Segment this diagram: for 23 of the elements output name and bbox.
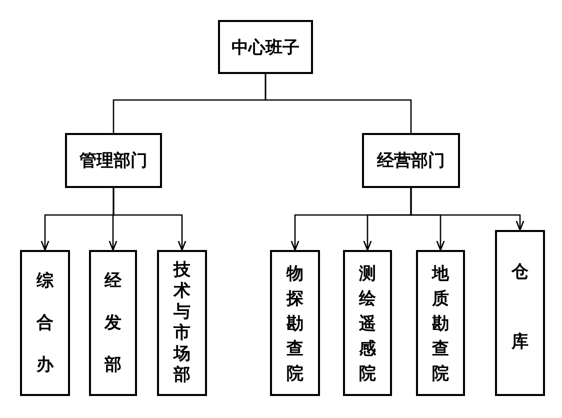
org-box <box>218 20 313 74</box>
org-box <box>157 250 207 396</box>
org-box <box>65 133 162 188</box>
unit-label: 地质勘查院 <box>432 263 449 386</box>
org-box <box>416 250 465 396</box>
org-box <box>343 250 392 396</box>
org-box <box>20 250 70 396</box>
connector-line <box>264 74 412 133</box>
unit-label: 管理部门 <box>80 150 148 172</box>
org-box <box>89 250 137 396</box>
arrow <box>112 188 186 251</box>
unit-label: 仓库 <box>512 261 528 354</box>
unit-label: 技术与市场部 <box>174 260 190 386</box>
unit-label: 物探勘查院 <box>286 263 304 386</box>
org-box <box>270 250 320 396</box>
unit-label: 中心班子 <box>232 36 300 58</box>
unit-label: 测绘遥感院 <box>359 263 376 386</box>
org-box <box>362 133 460 188</box>
org-box <box>495 230 545 396</box>
unit-label: 经营部门 <box>377 150 445 172</box>
unit-label: 经发部 <box>104 270 122 377</box>
arrow <box>410 188 524 231</box>
unit-label: 综合办 <box>36 270 54 377</box>
